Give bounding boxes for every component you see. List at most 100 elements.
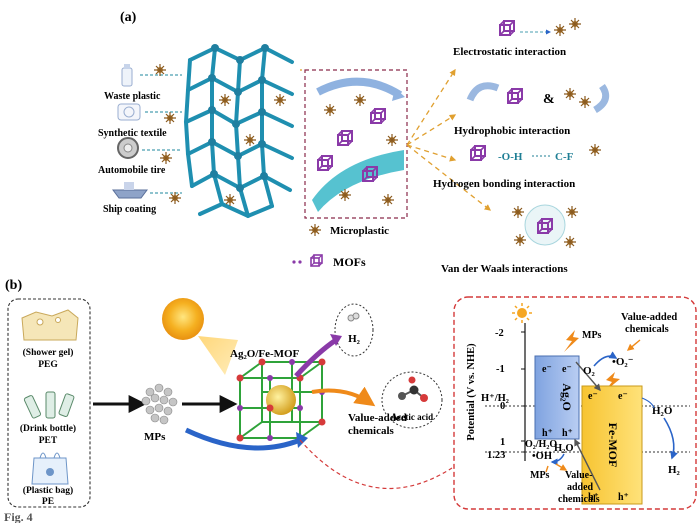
energy-diagram-box [453, 296, 697, 510]
ag2o-band [534, 355, 580, 440]
potential-axis-label: Potential (V vs. NHE) [466, 343, 477, 441]
mps-top-label: MPs [582, 330, 602, 341]
shower-gel-icon [21, 309, 79, 341]
hole-transfer-arrow [574, 438, 601, 491]
ag2o-electron-1: e⁻ [542, 364, 552, 375]
ag2o-hole-2: h⁺ [562, 428, 573, 439]
acetic-acid-bubble [381, 371, 443, 429]
h2o-to-h2-arrow [663, 417, 678, 460]
mps-recycle-arrow [184, 427, 301, 451]
source-flow-arrows [140, 74, 182, 194]
source-waste-plastic: Waste plastic [104, 91, 161, 102]
h2-right-label: H₂ [668, 464, 681, 476]
vac-top-1: Value-added [621, 312, 677, 323]
acetic-acid-label: Acetic acid [391, 412, 433, 422]
acetic-acid-molecule-icon [398, 376, 428, 402]
waste-plastic-icon [121, 64, 133, 87]
o2-label: O₂ [583, 365, 596, 377]
h2-production-arrow [294, 337, 338, 378]
plastic-sources-box [7, 298, 91, 508]
o-level-label: O₂/H₂O [525, 439, 557, 450]
legend-microplastic-label: Microplastic [330, 225, 389, 237]
electrostatic-interaction-label: Electrostatic interaction [453, 46, 566, 58]
ampersand-symbol: & [543, 92, 555, 107]
vac-bottom-3: chemicals [558, 494, 600, 505]
value-added-label-1: Value-added [348, 412, 407, 424]
legend-mofs: MOFs [292, 254, 366, 269]
h2-bubble-label: H₂ [348, 333, 361, 345]
panel-a: (a) Waste plastic Synthetic textile Auto… [98, 10, 610, 275]
electrostatic-interaction-icon [499, 17, 582, 37]
ag2o-label: Ag₂O [560, 383, 574, 411]
catalyst-lattice-illustration [236, 358, 326, 442]
plastic-abbr-pe: PE [42, 497, 54, 507]
zoom-inset-content [312, 77, 405, 212]
panel-a-label: (a) [120, 10, 137, 25]
ag2o-hole-1: h⁺ [542, 428, 553, 439]
automobile-tire-icon [117, 137, 139, 159]
figure-caption-fragment: Fig. 4 [4, 510, 33, 523]
femof-band [581, 385, 643, 505]
source-automobile-tire: Automobile tire [98, 165, 166, 176]
value-added-arrow [311, 386, 376, 407]
femof-electron-2: e⁻ [618, 391, 628, 402]
femof-hole-1: h⁺ [588, 492, 599, 503]
tick-minus-2: -2 [495, 328, 504, 339]
synthetic-textile-icon [117, 103, 141, 121]
drink-bottle-icon [23, 391, 75, 419]
tick-minus-1: -1 [496, 364, 505, 375]
tick-1: 1 [500, 437, 505, 448]
plastic-abbr-peg: PEG [38, 360, 58, 370]
electron-transfer-arrow [575, 361, 601, 392]
oh-radical-label: •OH [532, 451, 552, 462]
plastic-bag-icon [31, 452, 69, 485]
mps-bottom-label: MPs [530, 470, 550, 481]
femof-hole-2: h⁺ [618, 492, 629, 503]
mps-label: MPs [144, 431, 166, 443]
tick-1-23: 1.23 [487, 450, 505, 461]
panel-b-label: (b) [5, 278, 22, 293]
interaction-connectors [300, 68, 492, 211]
panel-b: (b) (Shower gel) PEG (Drink bottle) PET … [5, 278, 697, 510]
cf-group-label: C-F [555, 151, 574, 163]
mps-bottom-arrow [545, 465, 549, 473]
hydrogen-bonding-interaction-label: Hydrogen bonding interaction [433, 178, 575, 190]
femof-electron-1: e⁻ [588, 391, 598, 402]
mps-recycle-arrowhead [296, 432, 308, 448]
zoom-link-curve [299, 439, 453, 489]
superoxide-label: •O₂⁻ [612, 356, 634, 368]
light-bolt-left-icon [564, 330, 579, 352]
hydrophobic-interaction-icon: & [466, 82, 610, 114]
ship-coating-icon [112, 182, 148, 199]
oh-group-label: -O-H [498, 151, 523, 163]
hydrophobic-interaction-label: Hydrophobic interaction [454, 125, 570, 137]
oh-to-chemicals-arrow [555, 463, 568, 471]
small-sun-icon [512, 303, 532, 323]
vac-bottom-2: added [567, 482, 594, 493]
source-ship-coating: Ship coating [103, 204, 156, 215]
water-oxidation-arrow [550, 453, 565, 466]
mof-network-nodes [208, 44, 269, 192]
plastic-name-drink-bottle: (Drink bottle) [20, 423, 76, 434]
legend-mofs-label: MOFs [333, 255, 366, 269]
plastic-abbr-pet: PET [39, 436, 58, 446]
plastic-name-plastic-bag: (Plastic bag) [23, 485, 73, 496]
mps-particle-cluster [141, 383, 178, 425]
plastic-name-shower-gel: (Shower gel) [23, 347, 74, 358]
value-added-label-2: chemicals [348, 425, 395, 437]
h2o-right-label: H₂O [652, 405, 673, 417]
h2-production-arrowhead [330, 334, 342, 346]
femof-label: Fe-MOF [606, 423, 620, 468]
h2o-left-label: H₂O [554, 443, 573, 454]
vac-bottom-1: Value- [565, 470, 592, 481]
h-level-label: H⁺/H₂ [481, 393, 509, 404]
hydrogen-bond-icon: -O-H C-F [470, 143, 602, 163]
van-der-waals-interaction-label: Van der Waals interactions [441, 263, 568, 275]
sun-icon [162, 298, 204, 340]
superoxide-to-chemicals-arrow [626, 339, 641, 351]
h2-molecule-icon [347, 312, 360, 322]
source-synthetic-textile: Synthetic textile [98, 128, 167, 139]
femof-electron-to-water [641, 397, 655, 409]
